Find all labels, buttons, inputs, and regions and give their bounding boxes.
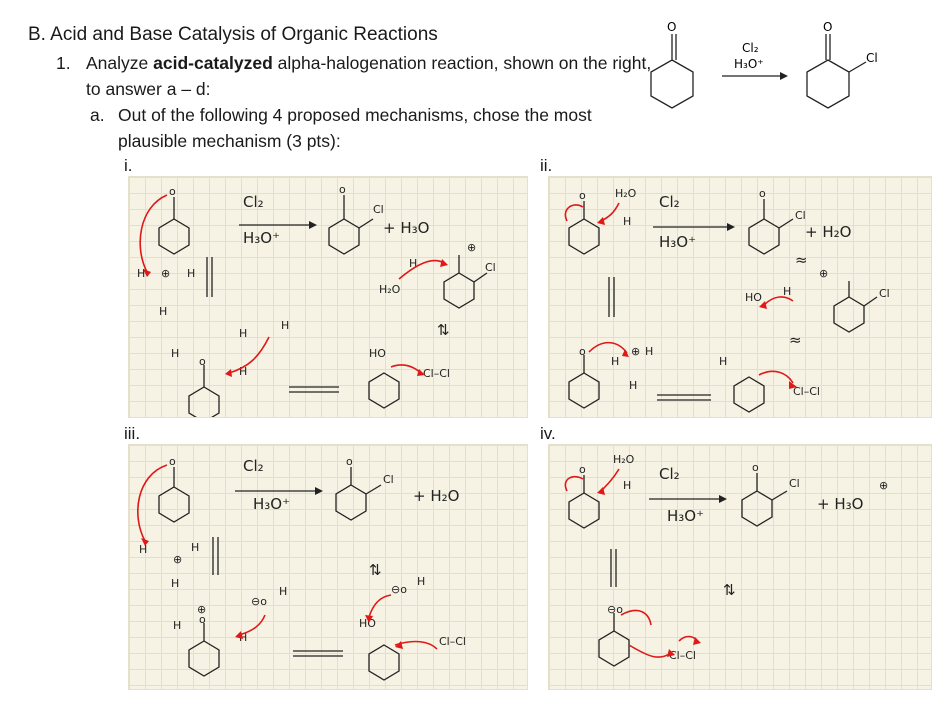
svg-text:⇅: ⇅ — [369, 561, 382, 579]
iii-h-4: H — [173, 619, 181, 632]
mechanism-i-panel: o Cl₂ H₃O⁺ o Cl + H₃O H ⊕ H H o H H H H … — [128, 176, 528, 418]
question-bold: acid-catalyzed — [153, 53, 273, 73]
ii-h-1: H — [623, 215, 631, 228]
product-chlorocyclohexanone: O Cl — [806, 20, 878, 109]
iv-h-1: H — [623, 479, 631, 492]
ii-h-5: H — [719, 355, 727, 368]
ii-h-6: H — [783, 285, 791, 298]
ii-cl-1: Cl — [795, 209, 806, 222]
question-text: Analyze acid-catalyzed alpha-halogenatio… — [86, 53, 652, 99]
iii-cl2: Cl₂ — [243, 457, 264, 475]
reagent-h3o: H₃O⁺ — [734, 57, 764, 71]
ii-h3o: H₃O⁺ — [659, 233, 696, 251]
mechanism-i-label: i. — [124, 156, 133, 175]
ii-h-4: H — [629, 379, 637, 392]
iii-byproduct: + H₂O — [413, 487, 459, 505]
svg-text:⇅: ⇅ — [437, 321, 450, 339]
i-h-7: H — [281, 319, 289, 332]
i-h-8: H — [409, 257, 417, 270]
i-h-1: H — [137, 267, 145, 280]
i-h-3: H — [159, 305, 167, 318]
reagent-cl2: Cl₂ — [742, 41, 759, 55]
ii-clcl: Cl–Cl — [793, 385, 820, 398]
svg-text:o: o — [199, 613, 206, 626]
product-carbonyl-o: O — [823, 20, 832, 34]
iv-cl2: Cl₂ — [659, 465, 680, 483]
svg-text:o: o — [579, 189, 586, 202]
mechanism-ii-panel: o H₂O H Cl₂ H₃O⁺ o Cl + H₂O o H ⊕ H H H … — [548, 176, 932, 418]
ii-plus-1: ⊕ — [631, 345, 640, 358]
ii-byproduct: + H₂O — [805, 223, 851, 241]
iv-cl-1: Cl — [789, 477, 800, 490]
svg-text:⊖o: ⊖o — [607, 603, 623, 616]
ii-h2o-1: H₂O — [615, 187, 637, 200]
mechanism-iii-panel: o Cl₂ H₃O⁺ o Cl + H₂O H ⊕ H H o H ⊕ H ⊖o… — [128, 444, 528, 690]
iii-h3o: H₃O⁺ — [253, 495, 290, 513]
ii-ho: HO — [745, 291, 762, 304]
svg-text:o: o — [339, 183, 346, 196]
svg-text:⊖o: ⊖o — [391, 583, 407, 596]
mechanism-iv-label: iv. — [540, 424, 556, 443]
iv-h3o: H₃O⁺ — [667, 507, 704, 525]
iii-plus-1: ⊕ — [173, 553, 182, 566]
i-h3o: H₃O⁺ — [243, 229, 280, 247]
svg-text:⊖o: ⊖o — [251, 595, 267, 608]
iii-h-1: H — [139, 543, 147, 556]
svg-text:o: o — [199, 355, 206, 368]
ii-h-2: H — [611, 355, 619, 368]
i-cl-1: Cl — [373, 203, 384, 216]
svg-text:o: o — [169, 185, 176, 198]
iii-plus-2: ⊕ — [197, 603, 206, 616]
i-h-4: H — [171, 347, 179, 360]
mechanism-iv-panel: o H₂O H Cl₂ H₃O⁺ o Cl + H₃O ⊕ ⇅ ⊖o Cl–Cl — [548, 444, 932, 690]
i-plus-2: ⊕ — [467, 241, 476, 254]
reactant-carbonyl-o: O — [667, 20, 676, 34]
iii-h-6: H — [279, 585, 287, 598]
iii-cl-1: Cl — [383, 473, 394, 486]
svg-text:≈: ≈ — [789, 331, 802, 349]
i-ho: HO — [369, 347, 386, 360]
ii-h-3: H — [645, 345, 653, 358]
i-h2o: H₂O — [379, 283, 401, 296]
ii-cl2: Cl₂ — [659, 193, 680, 211]
svg-text:≈: ≈ — [795, 251, 808, 269]
subquestion-letter: a. — [90, 105, 105, 125]
ii-cl-2: Cl — [879, 287, 890, 300]
mechanism-iii-label: iii. — [124, 424, 141, 443]
iv-h2o: H₂O — [613, 453, 635, 466]
mechanism-ii-label: ii. — [540, 156, 553, 175]
product-cl: Cl — [866, 51, 878, 65]
svg-text:o: o — [579, 463, 586, 476]
iii-ho: HO — [359, 617, 376, 630]
svg-text:⇅: ⇅ — [723, 581, 736, 599]
i-cl2: Cl₂ — [243, 193, 264, 211]
section-heading: B. Acid and Base Catalysis of Organic Re… — [28, 24, 438, 45]
svg-text:o: o — [346, 455, 353, 468]
iii-h-3: H — [171, 577, 179, 590]
reactant-cyclohexanone: O — [650, 20, 694, 109]
iii-h-7: H — [417, 575, 425, 588]
i-cl-2: Cl — [485, 261, 496, 274]
i-h-5: H — [239, 365, 247, 378]
iii-clcl: Cl–Cl — [439, 635, 466, 648]
i-h-2: H — [187, 267, 195, 280]
ii-plus-2: ⊕ — [819, 267, 828, 280]
svg-text:o: o — [169, 455, 176, 468]
subquestion-text: Out of the following 4 proposed mechanis… — [118, 105, 592, 151]
question-number: 1. — [56, 53, 71, 73]
i-clcl: Cl–Cl — [423, 367, 450, 380]
svg-text:o: o — [759, 187, 766, 200]
iv-clcl: Cl–Cl — [669, 649, 696, 662]
svg-text:o: o — [579, 345, 586, 358]
iv-plus-1: ⊕ — [879, 479, 888, 492]
i-byproduct: + H₃O — [383, 219, 429, 237]
i-h-6: H — [239, 327, 247, 340]
reaction-scheme: O Cl₂ H₃O⁺ O Cl — [650, 20, 878, 109]
svg-text:o: o — [752, 461, 759, 474]
iii-h-2: H — [191, 541, 199, 554]
iv-byproduct: + H₃O — [817, 495, 863, 513]
iii-h-5: H — [239, 631, 247, 644]
i-plus-1: ⊕ — [161, 267, 170, 280]
